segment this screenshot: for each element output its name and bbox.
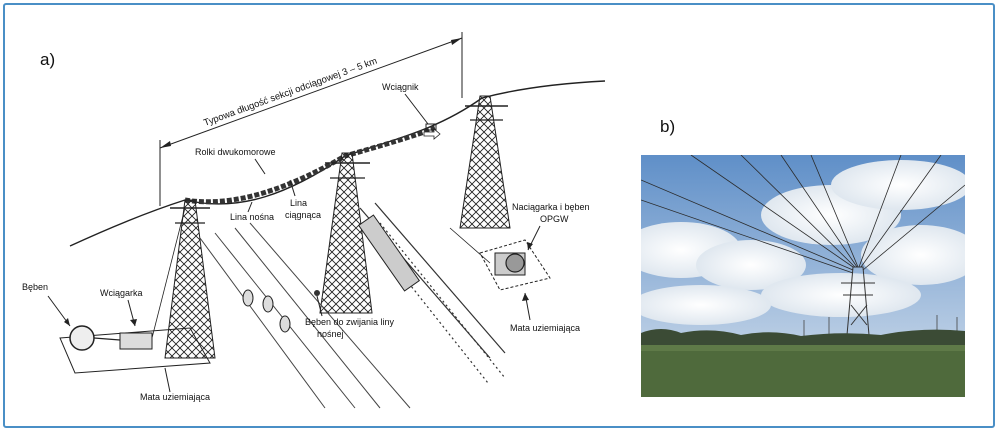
section-length-dimension (159, 37, 463, 149)
drum-label: Bęben (22, 282, 48, 292)
clouds (641, 160, 965, 325)
transmission-line-photo (641, 155, 965, 397)
panel-b-label: b) (660, 117, 676, 136)
mat-left (59, 327, 211, 374)
section-length-label: Typowa długość sekcji odciągowej 3 – 5 k… (202, 56, 379, 129)
mat-right (479, 239, 551, 291)
pulling-rope-label-1: Lina (290, 198, 307, 208)
puller-icon (425, 123, 437, 131)
mat-right-label: Mata uziemiająca (510, 323, 580, 333)
tensioner-label-1: Naciągarka i bęben (512, 202, 590, 212)
power-lines (641, 155, 965, 274)
tensioner-label-2: OPGW (540, 214, 569, 224)
car-icon (242, 289, 254, 307)
drum-icon (69, 325, 95, 351)
panel-a-label: a) (40, 50, 56, 69)
drum-reel-icon (314, 290, 320, 296)
carrier-rope (184, 125, 436, 205)
pulling-rope-label-2: ciągnąca (285, 210, 321, 220)
car-icon (279, 315, 291, 333)
drum-reel-label-2: nośnej (317, 329, 344, 339)
train-icon (357, 214, 421, 292)
treeline (641, 329, 965, 347)
rollers-label: Rolki dwukomorowe (195, 147, 276, 157)
carrier-rope-label: Lina nośna (230, 212, 274, 222)
tower-middle (319, 152, 373, 314)
tower-right (459, 95, 511, 229)
drum-reel-label-1: Bęben do zwijania liny (305, 317, 395, 327)
mat-left-label: Mata uziemiająca (140, 392, 210, 402)
stringing-diagram: Typowa długość sekcji odciągowej 3 – 5 k… (22, 32, 606, 409)
tower-left (164, 199, 216, 359)
winch-icon (119, 332, 153, 350)
field (641, 345, 965, 397)
winch-label: Wciągarka (100, 288, 143, 298)
tensioner-icon (494, 252, 526, 276)
car-icon (262, 295, 274, 313)
puller-label: Wciągnik (382, 82, 419, 92)
